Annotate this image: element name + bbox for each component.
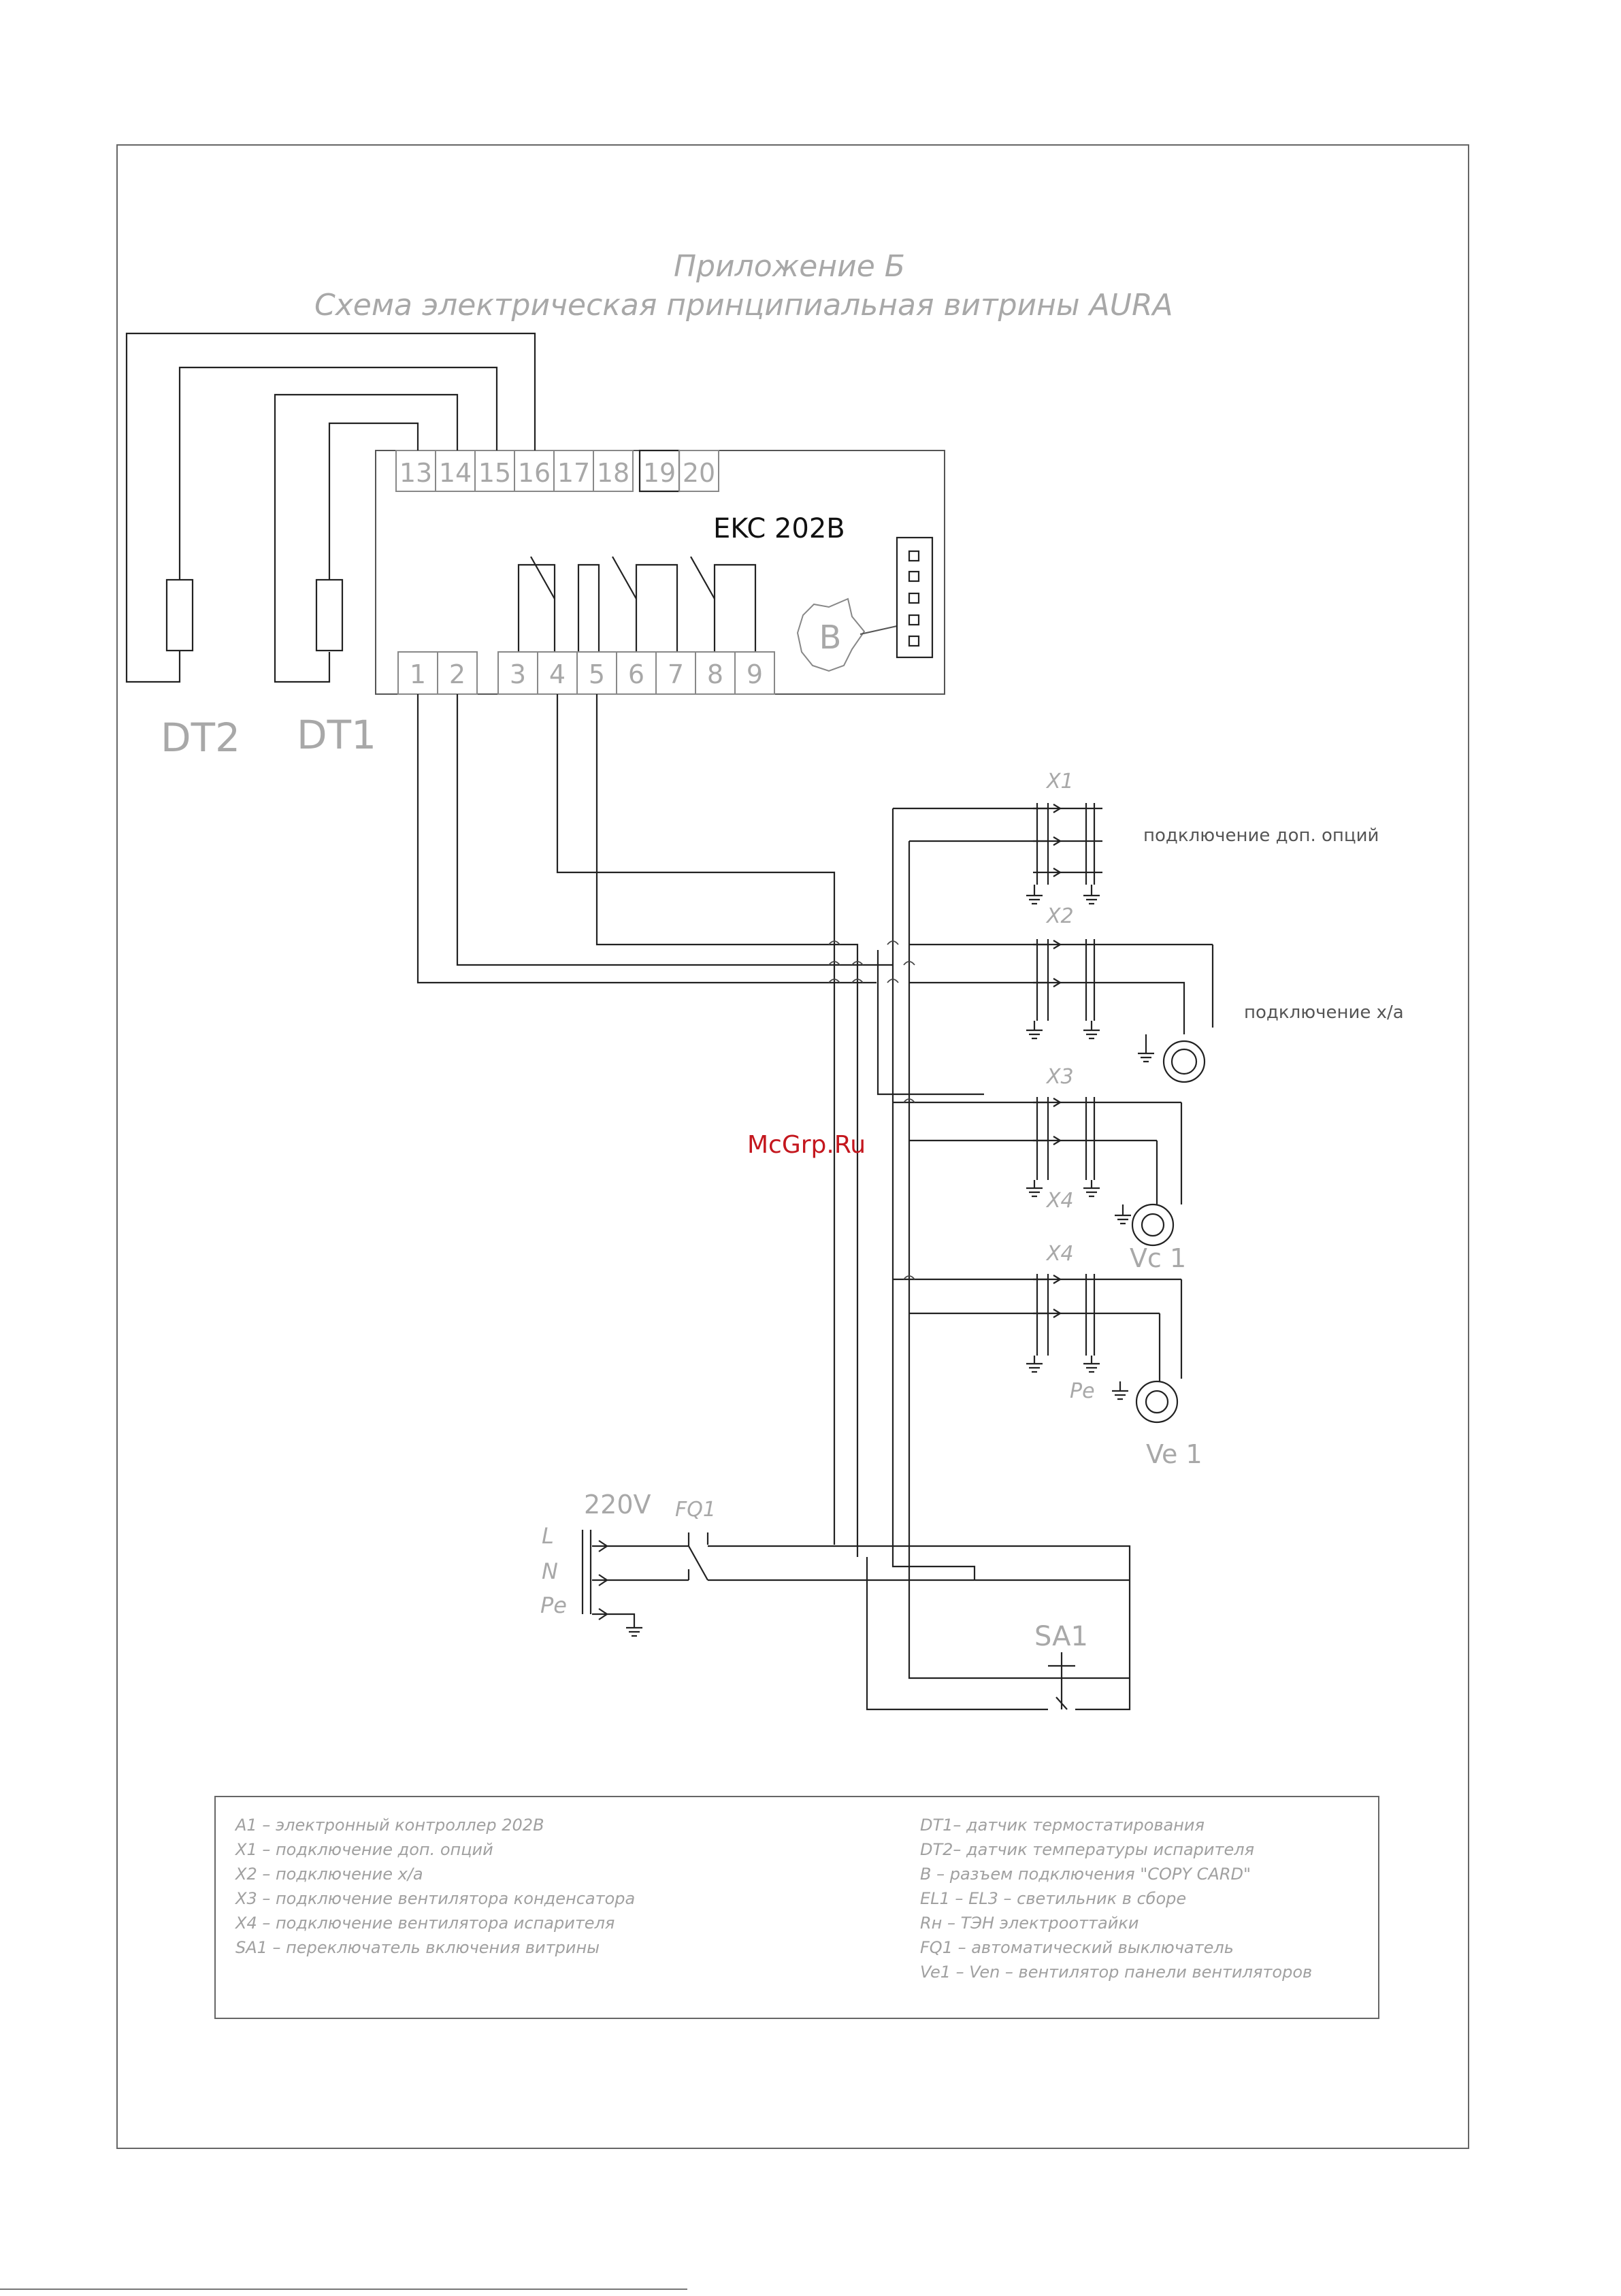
legend-left-item: A1 – электронный контроллер 202B	[234, 1816, 544, 1835]
top-terminal-block: 13 14 15 16 17 18 19 20	[395, 449, 719, 493]
sensor-dt2-label: DT2	[161, 715, 240, 761]
compressor-motor	[1162, 1040, 1206, 1083]
terminal-17: 17	[557, 458, 590, 488]
switch-label: SA1	[1034, 1621, 1088, 1652]
sensor-dt1-label: DT1	[297, 712, 376, 758]
legend-left-item: X1 – подключение доп. опций	[234, 1840, 493, 1859]
connector-x3: X3 X4 Vc 1	[1026, 1065, 1186, 1273]
terminal-3: 3	[510, 659, 526, 689]
fuse-fq1	[687, 1532, 709, 1581]
connector-x2: X2 подключение х/а	[1026, 904, 1404, 1083]
terminal-15: 15	[478, 458, 511, 488]
sensor-dt2	[165, 578, 194, 652]
terminal-9: 9	[747, 659, 763, 689]
vc1-label: Vc 1	[1130, 1243, 1186, 1273]
x3-label: X3	[1045, 1065, 1074, 1089]
terminal-7: 7	[668, 659, 684, 689]
terminal-2: 2	[449, 659, 465, 689]
sensor-wiring	[125, 332, 536, 683]
controller-ekc202b: 13 14 15 16 17 18 19 20 EKC 202B B	[375, 449, 945, 695]
legend-left-item: X3 – подключение вентилятора конденсатор…	[234, 1889, 635, 1908]
watermark: McGrp.Ru	[747, 1131, 866, 1159]
power-input: 220V FQ1 L N Pe	[540, 1490, 1131, 1678]
sensor-dt1	[315, 578, 344, 652]
x2-label: X2	[1045, 904, 1074, 928]
evaporator-fan	[1135, 1380, 1179, 1424]
fuse-label: FQ1	[675, 1498, 716, 1522]
wire-crossings	[828, 940, 915, 1280]
legend-left-item: SA1 – переключатель включения витрины	[235, 1938, 600, 1957]
schematic-title: Схема электрическая принципиальная витри…	[314, 288, 1173, 323]
terminal-8: 8	[707, 659, 723, 689]
x4-lower-label: X4	[1045, 1189, 1074, 1213]
terminal-4: 4	[549, 659, 566, 689]
legend-right-item: B – разъем подключения "COPY CARD"	[920, 1865, 1251, 1884]
legend-right-item: DT1– датчик термостатирования	[920, 1816, 1205, 1835]
terminal-19: 19	[643, 458, 676, 488]
controller-output-wiring	[416, 694, 893, 1557]
terminal-1: 1	[410, 659, 426, 689]
voltage-label: 220V	[584, 1490, 651, 1520]
legend-left: A1 – электронный контроллер 202B X1 – по…	[234, 1816, 635, 1957]
legend-frame	[214, 1796, 1379, 2019]
legend-left-item: X2 – подключение х/а	[234, 1865, 423, 1884]
ve1-label: Ve 1	[1146, 1439, 1202, 1469]
connector-x1: X1 подключение доп. опций	[1026, 770, 1379, 905]
legend-right-item: Ve1 – Ven – вентилятор панели вентилятор…	[920, 1963, 1312, 1982]
legend-left-item: X4 – подключение вентилятора испарителя	[234, 1914, 615, 1933]
appendix-title: Приложение Б	[674, 249, 905, 284]
connector-x4: X4 Pe Ve 1	[1026, 1242, 1202, 1469]
copy-card-connector: B	[796, 536, 934, 672]
legend-right-item: FQ1 – автоматический выключатель	[920, 1938, 1234, 1957]
options-label: подключение доп. опций	[1143, 825, 1379, 846]
legend-right-item: DT2– датчик температуры испарителя	[920, 1840, 1254, 1859]
terminal-5: 5	[589, 659, 605, 689]
terminal-13: 13	[399, 458, 432, 488]
refrigeration-label: подключение х/а	[1244, 1002, 1404, 1023]
legend-right-item: EL1 – EL3 – светильник в сборе	[920, 1889, 1186, 1908]
terminal-14: 14	[439, 458, 472, 488]
terminal-6: 6	[628, 659, 644, 689]
drawing-frame	[116, 144, 1469, 2149]
switch-sa1: SA1	[866, 1557, 1131, 1711]
pe-fan-label: Pe	[1070, 1379, 1095, 1403]
x1-label: X1	[1045, 770, 1074, 793]
terminal-18: 18	[597, 458, 629, 488]
phase-pe-label: Pe	[540, 1592, 567, 1618]
x4-label: X4	[1045, 1242, 1074, 1266]
condenser-fan	[1131, 1203, 1175, 1247]
bottom-terminal-block: 1 2 3 4 5 6 7 8 9	[397, 651, 775, 695]
legend-right: DT1– датчик термостатирования DT2– датчи…	[920, 1816, 1312, 1982]
phase-l-label: L	[542, 1523, 554, 1549]
connector-b-label: B	[819, 619, 842, 657]
phase-n-label: N	[542, 1558, 558, 1584]
controller-name: EKC 202B	[713, 513, 845, 544]
legend-right-item: Rн – ТЭН электрооттайки	[920, 1914, 1139, 1933]
terminal-20: 20	[683, 458, 715, 488]
terminal-16: 16	[518, 458, 551, 488]
busbars	[877, 807, 1048, 1580]
relay-contacts	[517, 556, 757, 652]
